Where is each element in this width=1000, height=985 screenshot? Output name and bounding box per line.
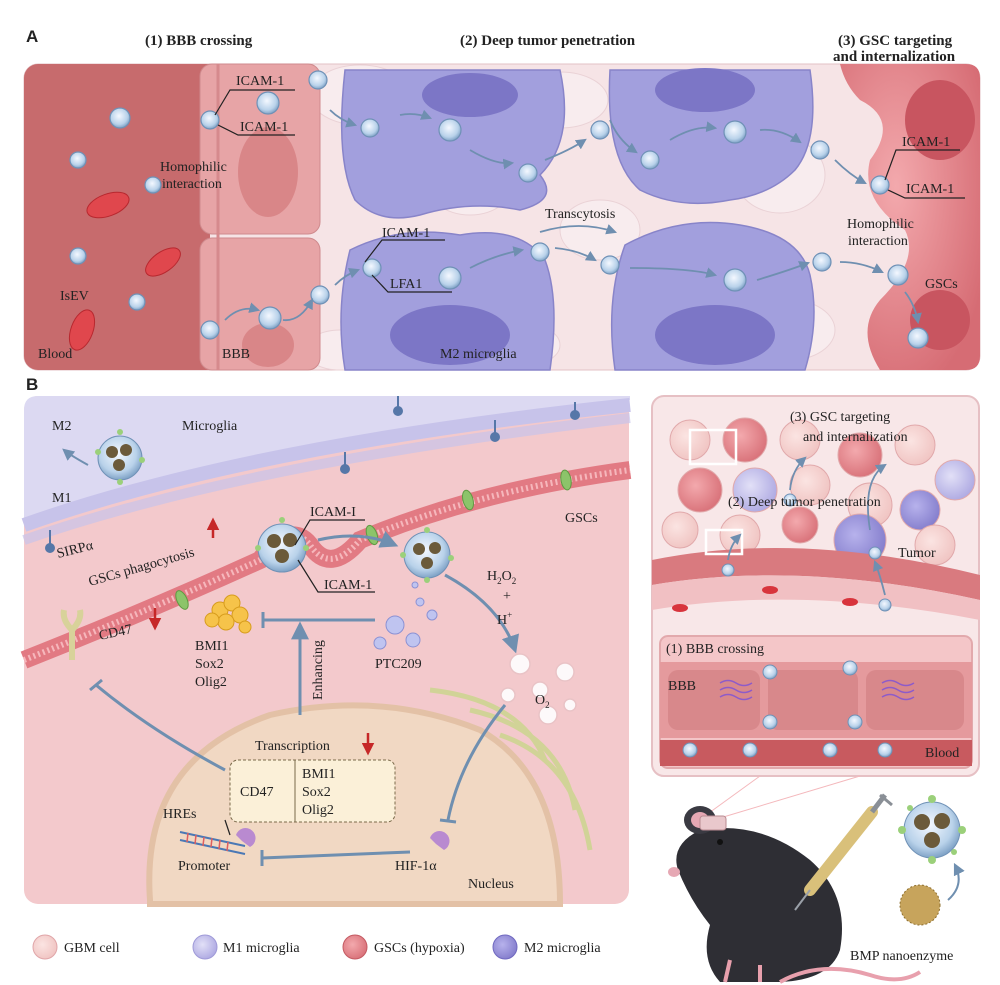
label-bbb-a: BBB: [222, 347, 250, 362]
label-cd47-b: CD47: [98, 622, 134, 644]
label-m2-microglia-a: M2 microglia: [440, 347, 517, 362]
legend: GBM cell M1 microglia GSCs (hypoxia) M2 …: [32, 934, 601, 960]
label-isev: IsEV: [60, 289, 89, 304]
label-sox2-b: Sox2: [195, 657, 224, 672]
panel-b-red-arrows: [148, 517, 375, 756]
label-box-sox2: Sox2: [302, 785, 331, 800]
label-h-plus: H+: [497, 610, 512, 628]
label-icam-top-b: ICAM-I: [310, 505, 356, 520]
inset-label-internalization: and internalization: [803, 430, 908, 445]
label-bmi1-b: BMI1: [195, 639, 228, 654]
label-gscs-a: GSCs: [925, 277, 958, 292]
label-icam-1-a1: ICAM-1: [236, 74, 284, 89]
label-plus: +: [503, 589, 511, 604]
label-blood-a: Blood: [38, 347, 72, 362]
label-gscs-b: GSCs: [565, 511, 598, 526]
label-homophilic-a2: Homophilic: [847, 217, 914, 232]
label-hif1a: HIF-1α: [395, 859, 437, 874]
mouse-illustration: [668, 806, 922, 984]
label-lfa1: LFA1: [390, 277, 422, 292]
panel-b-letter: B: [26, 375, 38, 394]
label-nucleus: Nucleus: [468, 877, 514, 892]
inset-label-gsc-targeting: (3) GSC targeting: [790, 410, 890, 425]
bmp-nanoenzyme-illustration: [898, 795, 966, 926]
label-homophilic-a: Homophilic: [160, 160, 227, 175]
label-transcytosis: Transcytosis: [545, 207, 615, 222]
label-m2: M2: [52, 419, 71, 434]
legend-label-m2-microglia: M2 microglia: [524, 941, 601, 956]
label-icam-1-a2: ICAM-1: [240, 120, 288, 135]
legend-label-m1-microglia: M1 microglia: [223, 941, 300, 956]
heading-internalization: and internalization: [833, 49, 956, 65]
label-microglia: Microglia: [182, 419, 238, 434]
label-h2o2: H2O2: [487, 569, 516, 586]
heading-gsc-targeting: (3) GSC targeting: [838, 33, 953, 49]
panel-a-label-lines: [214, 89, 965, 293]
legend-item-gscs-hypoxia: GSCs (hypoxia): [342, 934, 465, 960]
legend-item-m1-microglia: M1 microglia: [192, 934, 300, 960]
label-interaction-a: interaction: [162, 177, 222, 192]
label-box-cd47: CD47: [240, 785, 273, 800]
syringe-illustration: [794, 793, 893, 911]
inset-label-bbb: BBB: [668, 679, 696, 694]
label-bmp-nanoenzyme: BMP nanoenzyme: [850, 949, 953, 964]
label-olig2-b: Olig2: [195, 675, 227, 690]
panel-b-scene: [20, 396, 632, 907]
panel-b-arrows: [62, 448, 519, 866]
panel-a-vesicles: [69, 70, 929, 349]
label-o2: O2: [535, 693, 550, 710]
inset-label-bbb-crossing: (1) BBB crossing: [666, 642, 764, 657]
panel-a-scene: [23, 63, 981, 371]
heading-bbb-crossing: (1) BBB crossing: [145, 33, 253, 49]
label-enhancing: Enhancing: [311, 640, 326, 700]
inset-label-blood: Blood: [925, 746, 959, 761]
inset-label-deep-penetration: (2) Deep tumor penetration: [728, 495, 881, 510]
label-ptc209: PTC209: [375, 657, 422, 672]
legend-label-gscs-hypoxia: GSCs (hypoxia): [374, 941, 465, 956]
panel-a-arrows: [224, 109, 922, 325]
heading-deep-tumor-penetration: (2) Deep tumor penetration: [460, 33, 636, 49]
inset-label-tumor: Tumor: [898, 546, 936, 561]
panel-a-letter: A: [26, 27, 38, 46]
inset-connector-lines: [701, 775, 861, 819]
label-promoter: Promoter: [178, 859, 230, 874]
label-box-bmi1: BMI1: [302, 767, 335, 782]
label-icam-bottom-b: ICAM-1: [324, 578, 372, 593]
label-box-olig2: Olig2: [302, 803, 334, 818]
legend-label-gbm-cell: GBM cell: [64, 941, 120, 956]
label-icam-1-a5: ICAM-1: [906, 182, 954, 197]
label-transcription: Transcription: [255, 739, 330, 754]
label-m1: M1: [52, 491, 71, 506]
legend-item-m2-microglia: M2 microglia: [492, 934, 601, 960]
label-hres: HREs: [163, 807, 196, 822]
label-icam-1-a4: ICAM-1: [902, 135, 950, 150]
panel-b-label-lines: [224, 519, 375, 836]
label-interaction-a2: interaction: [848, 234, 908, 249]
label-icam-1-a3: ICAM-1: [382, 226, 430, 241]
inset-scene: [651, 395, 980, 777]
legend-item-gbm-cell: GBM cell: [32, 934, 120, 960]
